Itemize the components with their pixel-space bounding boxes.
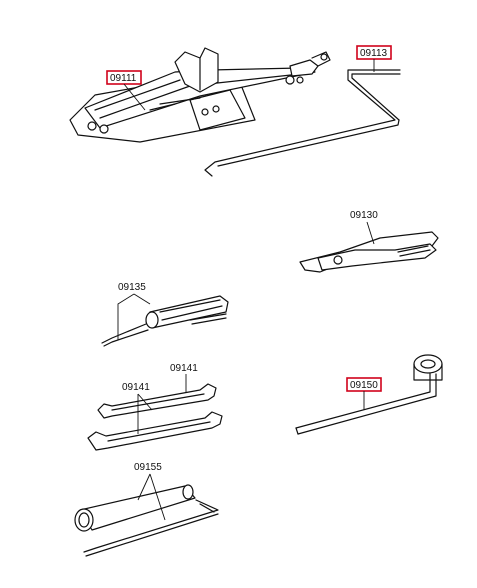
part-number-09130: 09130	[350, 210, 378, 221]
label-wrench-lower: 09141	[122, 382, 153, 434]
label-jack: 09111	[106, 70, 146, 111]
label-screwdriver: 09135	[117, 282, 151, 340]
wrench-lower	[87, 411, 223, 451]
part-number-09155: 09155	[134, 462, 162, 473]
part-number-09150: 09150	[350, 380, 378, 391]
part-number-09135: 09135	[118, 282, 146, 293]
scissor-jack	[69, 47, 331, 143]
pliers	[299, 231, 439, 273]
lug-wrench	[295, 354, 443, 435]
wrench-upper	[97, 383, 217, 419]
label-plug-wrench: 09155	[134, 462, 166, 521]
part-number-09141-lower: 09141	[122, 382, 150, 393]
label-jack-handle: 09113	[356, 45, 392, 72]
screwdriver	[101, 295, 229, 347]
plug-wrench	[74, 484, 219, 557]
label-wrench-upper: 09141	[170, 363, 198, 392]
part-number-09113: 09113	[360, 48, 388, 59]
label-pliers: 09130	[350, 210, 378, 245]
part-number-09141-upper: 09141	[170, 363, 198, 374]
part-number-09111: 09111	[110, 73, 137, 84]
jack-handle	[204, 69, 401, 177]
label-lug-wrench: 09150	[346, 377, 382, 410]
